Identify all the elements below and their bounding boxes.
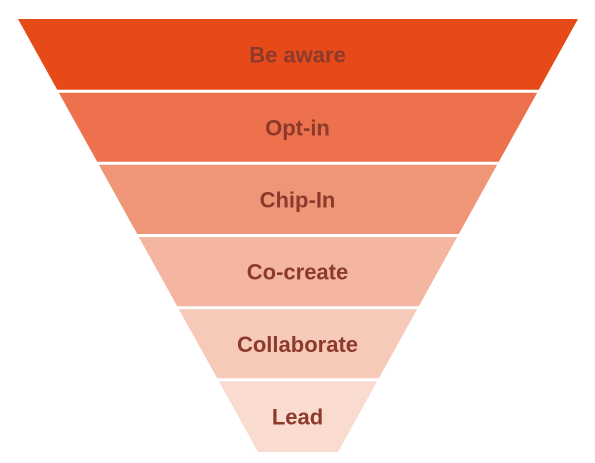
funnel-stage: Chip-In xyxy=(98,164,498,234)
funnel-stage: Lead xyxy=(218,381,378,452)
funnel-stage: Collaborate xyxy=(178,309,418,379)
funnel-stage-band xyxy=(178,309,418,379)
funnel-stage-band xyxy=(18,19,578,90)
funnel-stage: Be aware xyxy=(18,19,578,90)
funnel-stage-label: Collaborate xyxy=(237,332,358,357)
funnel-stage-label: Be aware xyxy=(249,42,346,67)
funnel-stage-band xyxy=(218,381,378,452)
funnel-stage-band xyxy=(138,237,458,307)
funnel-stages: Be awareOpt-inChip-InCo-createCollaborat… xyxy=(18,19,578,452)
funnel-stage-band xyxy=(98,164,498,234)
funnel-stage-label: Opt-in xyxy=(265,115,330,140)
funnel-stage: Co-create xyxy=(138,237,458,307)
funnel-stage-label: Lead xyxy=(272,405,323,430)
funnel-stage-band xyxy=(58,92,538,162)
funnel-stage-label: Chip-In xyxy=(260,187,336,212)
funnel-stage-label: Co-create xyxy=(247,260,348,285)
funnel-stage: Opt-in xyxy=(58,92,538,162)
